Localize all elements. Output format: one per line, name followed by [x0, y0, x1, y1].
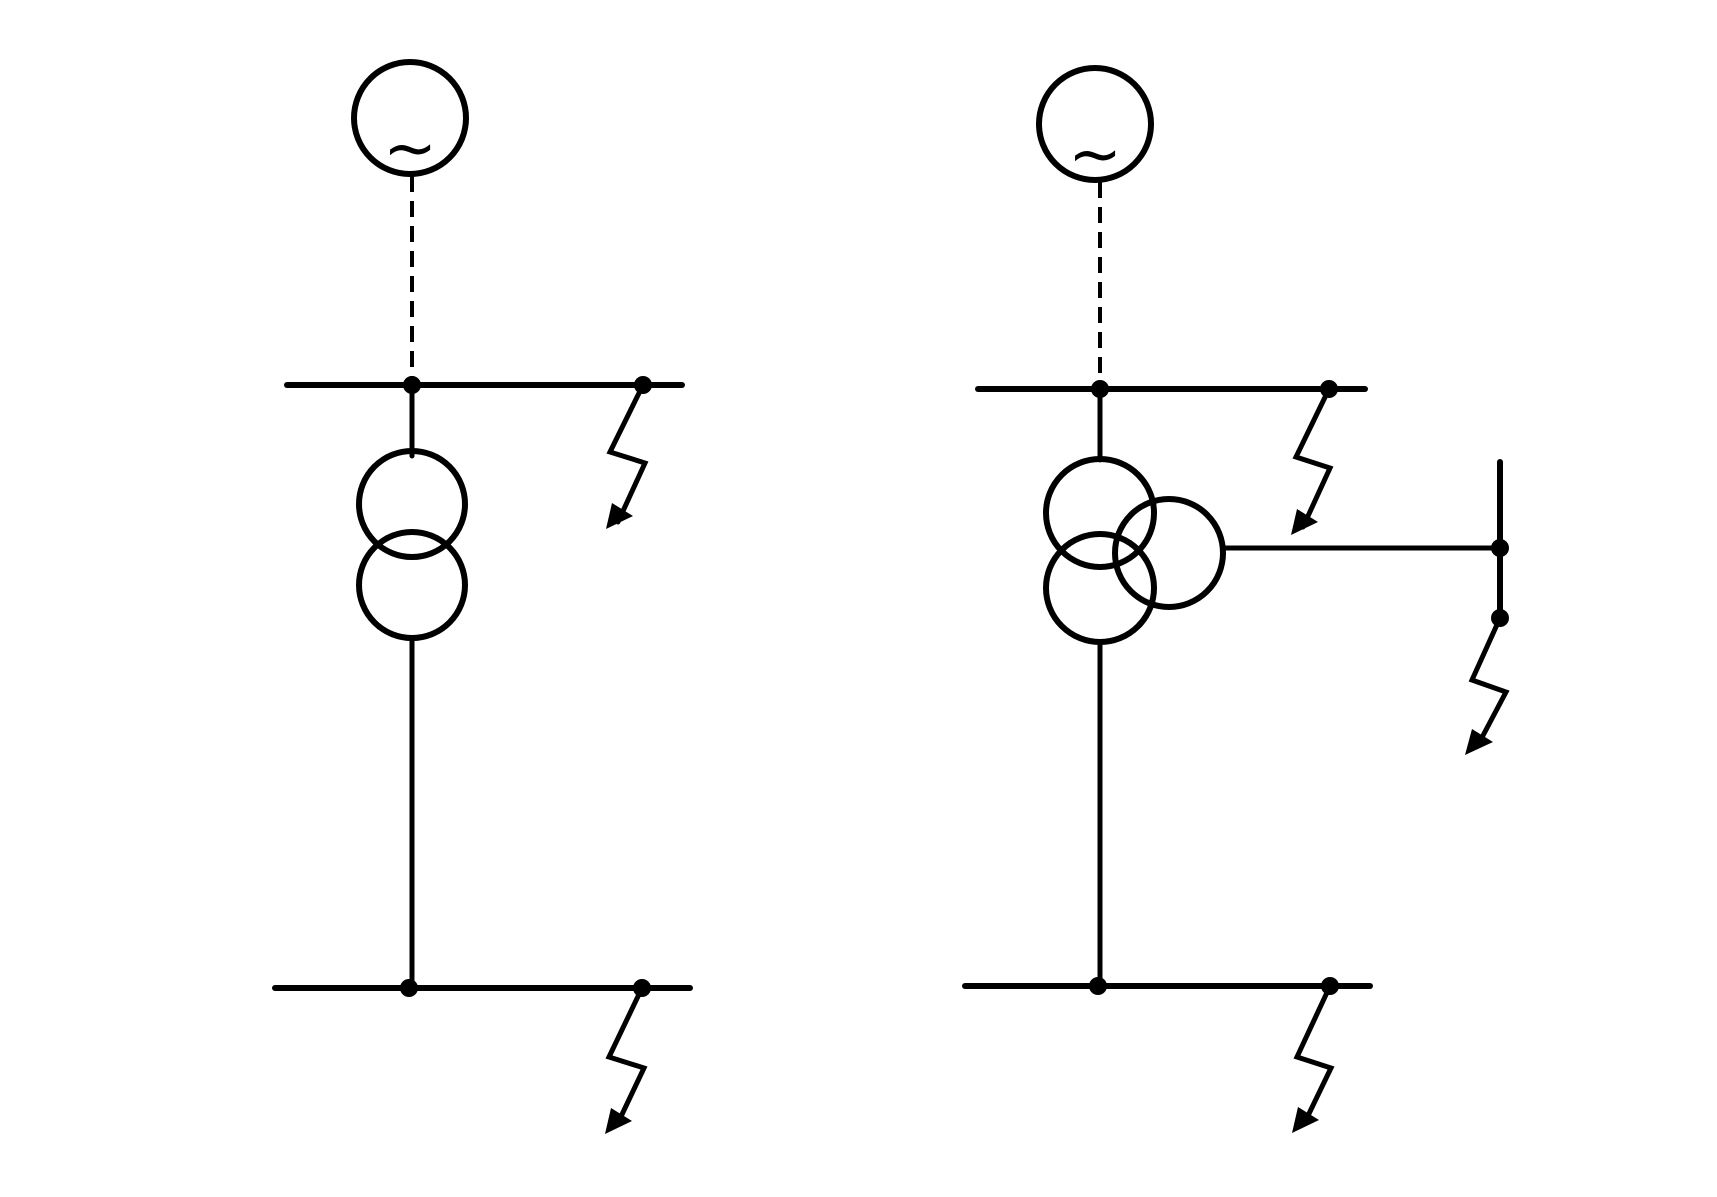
two-winding-circuit: ~ — [272, 59, 693, 1134]
two-winding-transformer — [356, 448, 468, 641]
junction-dot-icon — [1089, 977, 1107, 995]
short-circuit-fault-icon — [1292, 983, 1335, 1133]
secondary-winding — [356, 529, 468, 641]
generator-left: ~ — [351, 59, 469, 186]
primary-winding — [1043, 456, 1157, 570]
short-circuit-fault-icon — [1291, 386, 1334, 535]
secondary-winding — [1043, 531, 1157, 645]
junction-dot-icon — [1491, 539, 1509, 557]
tertiary-winding — [1112, 496, 1226, 610]
junction-dot-icon — [400, 979, 418, 997]
ac-generator-icon: ~ — [383, 112, 437, 186]
generator-right: ~ — [1036, 65, 1154, 192]
short-circuit-fault-icon — [606, 382, 649, 529]
ac-generator-icon: ~ — [1068, 118, 1122, 192]
three-winding-transformer — [1043, 456, 1226, 645]
primary-winding — [356, 448, 468, 560]
three-winding-circuit: ~ — [962, 65, 1510, 1133]
generator-circle — [1036, 65, 1154, 183]
short-circuit-fault-icon — [1465, 615, 1510, 755]
short-circuit-fault-icon — [605, 985, 648, 1134]
generator-circle — [351, 59, 469, 177]
